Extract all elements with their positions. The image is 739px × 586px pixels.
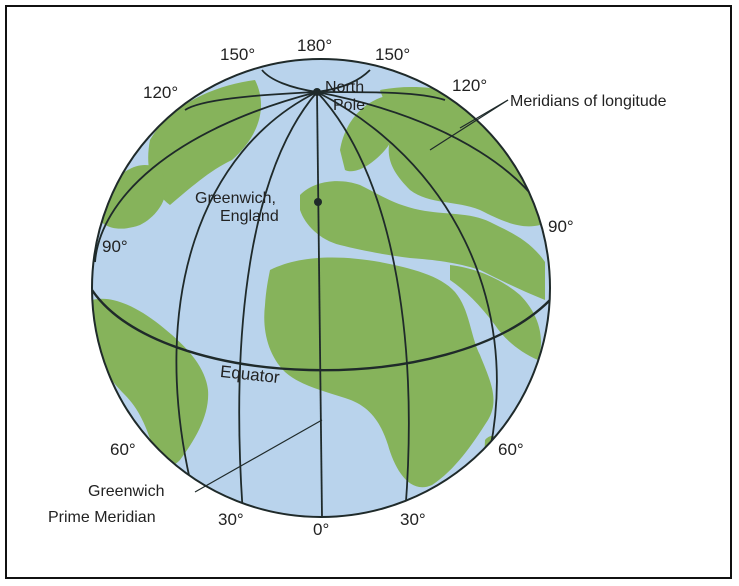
land-arabia — [450, 265, 541, 360]
meridian-120e — [316, 91, 446, 101]
globe-outline — [91, 58, 551, 518]
degree-60-left-label: 60° — [110, 440, 136, 459]
greenwich-england-label-line1: Greenwich, — [195, 190, 276, 207]
prime-meridian-label-line1: Greenwich — [88, 483, 164, 500]
meridian-30w — [238, 91, 318, 516]
degree-90-left-label: 90° — [102, 237, 128, 256]
land-south-america — [92, 298, 209, 467]
degree-30-left-label: 30° — [218, 510, 244, 529]
land-europe — [300, 181, 545, 300]
prime-meridian-label-line2: Prime Meridian — [48, 509, 156, 526]
prime-meridian-pointer-line — [194, 419, 323, 493]
north-pole-label-line1: North — [325, 79, 364, 96]
degree-180-label: 180° — [297, 36, 332, 55]
degree-0-label: 0° — [313, 520, 329, 539]
prime-meridian-line — [316, 91, 323, 517]
degree-30-right-label: 30° — [400, 510, 426, 529]
meridians-pointer-line-2 — [429, 99, 509, 151]
meridian-150w — [261, 69, 318, 93]
degree-120-right-label: 120° — [452, 76, 487, 95]
degree-150-left-label: 150° — [220, 45, 255, 64]
degree-120-left-label: 120° — [143, 83, 178, 102]
greenwich-england-label-line2: England — [220, 208, 279, 225]
land-africa — [264, 257, 494, 488]
equator-line — [92, 289, 550, 372]
pointer-lines — [194, 99, 509, 493]
north-pole-dot — [313, 88, 321, 96]
degree-90-right-label: 90° — [548, 217, 574, 236]
degree-150-right-label: 150° — [375, 45, 410, 64]
meridian-120w — [184, 91, 318, 111]
degree-60-right-label: 60° — [498, 440, 524, 459]
land-scandinavia — [340, 95, 399, 172]
north-pole-label-line2: Pole — [333, 97, 365, 114]
meridian-60e — [316, 91, 498, 451]
meridian-90w — [94, 91, 318, 263]
meridians-of-longitude-label: Meridians of longitude — [510, 93, 667, 110]
greenwich-dot — [314, 198, 322, 206]
meridian-60w — [175, 91, 318, 481]
meridian-150e — [316, 69, 371, 93]
meridian-30e — [316, 91, 410, 516]
